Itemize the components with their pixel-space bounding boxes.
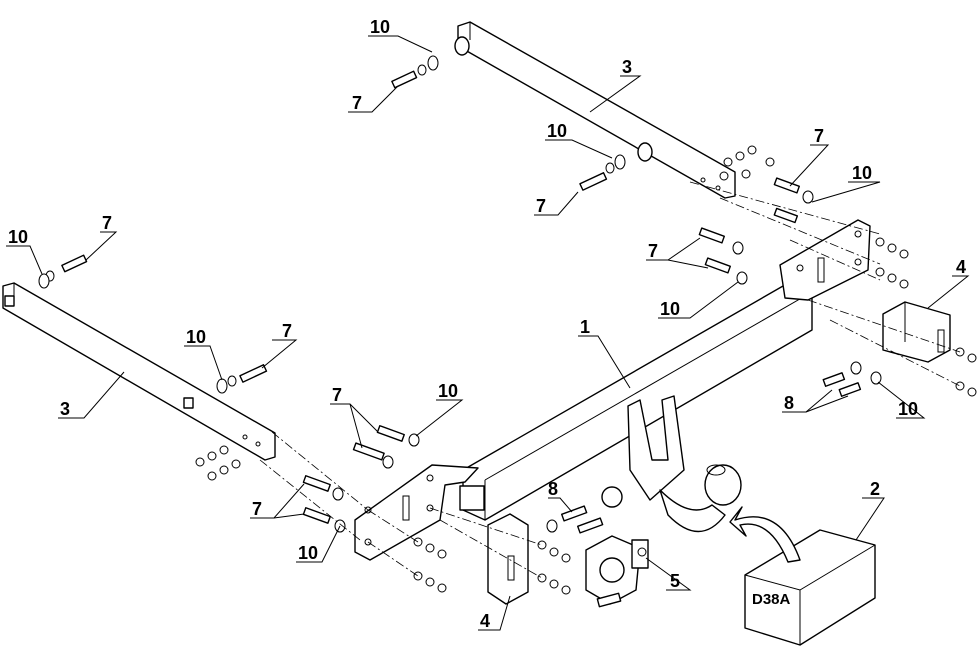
label-7-left-mid: 7 [282,321,292,341]
label-10-right: 10 [898,399,918,419]
label-10-top: 10 [370,17,390,37]
part-labels: 10 7 3 10 7 7 10 7 10 4 8 10 10 7 10 7 3… [8,17,966,631]
label-10-mid-right: 10 [660,299,680,319]
label-10-lower-left: 10 [298,543,318,563]
side-bracket-right [882,301,951,363]
label-8-right: 8 [784,393,794,413]
label-5: 5 [670,571,680,591]
side-bracket-left [487,513,529,605]
label-3-left: 3 [60,399,70,419]
label-8-centre: 8 [548,479,558,499]
label-2: 2 [870,479,880,499]
main-beam [354,219,871,561]
alignment-lines [259,181,961,579]
label-7-centre: 7 [332,385,342,405]
label-3-top: 3 [622,57,632,77]
rotation-arrow [729,506,801,563]
label-7-lower-left: 7 [252,499,262,519]
label-10-centre: 10 [438,381,458,401]
label-7-left: 7 [102,213,112,233]
electrical-box: D38A [744,529,876,646]
socket-plate [585,535,649,605]
label-10-top-mid: 10 [547,121,567,141]
left-bracket-bar [2,282,276,461]
label-10-left-mid: 10 [186,327,206,347]
hardware [38,55,977,608]
tow-ball [659,464,742,532]
upper-bracket-bar [454,21,736,199]
label-10-left: 10 [8,227,28,247]
label-7-mid-right: 7 [648,241,658,261]
label-4-right: 4 [956,257,966,277]
box-code-label: D38A [752,591,791,608]
leader-lines [6,35,970,631]
label-10-top-right: 10 [852,163,872,183]
label-7-top: 7 [352,93,362,113]
label-7-top-mid: 7 [536,196,546,216]
label-1: 1 [580,317,590,337]
label-7-top-right: 7 [814,126,824,146]
label-4-bottom: 4 [480,611,490,631]
